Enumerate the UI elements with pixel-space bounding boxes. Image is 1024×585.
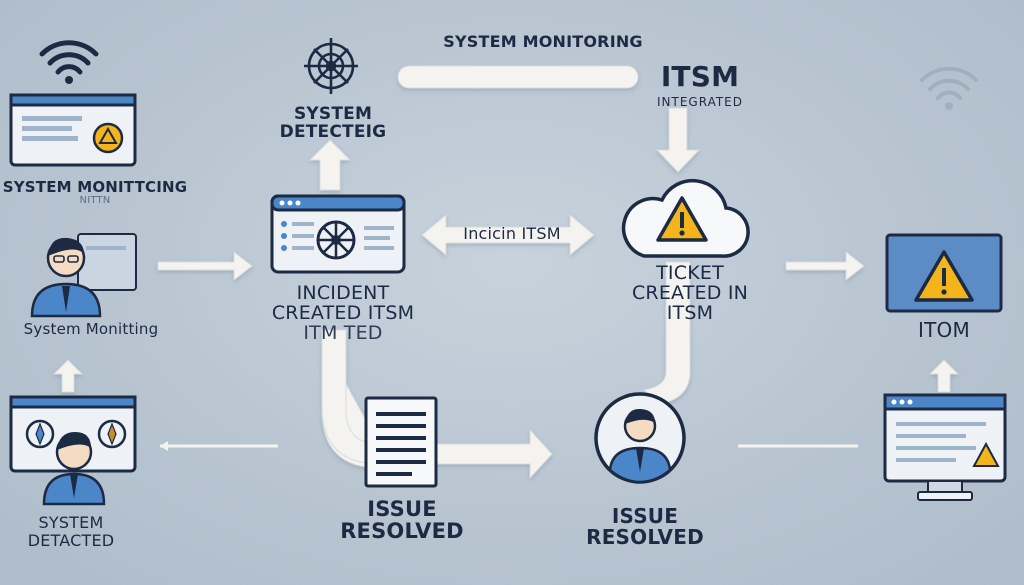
top-connector: [397, 65, 639, 89]
label-itsm-title: ITSM: [660, 60, 740, 93]
label-itsm-integrated: INTEGRATED: [656, 95, 743, 109]
monitor-person-icon: [9, 395, 137, 506]
up-arrow-incident: [308, 139, 352, 191]
warning-monitor-icon: [885, 233, 1003, 313]
wifi-faded-icon: [920, 66, 978, 110]
label-itom: ITOM: [918, 318, 970, 342]
cloud-warning-icon: [621, 178, 750, 258]
label-double-arrow: Incicin ITSM: [463, 224, 561, 243]
browser-warning-icon: [883, 393, 1007, 501]
wifi-icon: [39, 40, 99, 84]
label-ticket-created: TICKET CREATED IN ITSM: [631, 262, 749, 324]
label-incident: INCIDENT CREATED ITSM ITM TED: [271, 282, 415, 344]
up-arrow-right-bottom: [928, 359, 960, 393]
document-icon: [364, 396, 438, 488]
label-issue-resolved-left: ISSUE RESOLVED: [340, 497, 464, 544]
label-left-mid: System Monitting: [23, 320, 159, 338]
label-issue-resolved-right: ISSUE RESOLVED: [586, 504, 704, 549]
label-left-top: SYSTEM MONITTCING NITTN: [2, 178, 188, 206]
person-icon: [30, 233, 137, 318]
dashboard-window-icon: [270, 194, 406, 274]
double-arrow-incicin: [421, 213, 595, 257]
up-arrow-left-bottom: [52, 359, 84, 393]
arrow-to-itom: [785, 250, 865, 282]
label-system-detecting: SYSTEM DETECTEIG: [279, 104, 387, 142]
user-circle-icon: [594, 392, 686, 484]
down-arrow-itsm: [655, 107, 701, 173]
radar-icon: [304, 38, 358, 94]
label-top-system-monitoring: SYSTEM MONITORING: [443, 32, 643, 51]
label-left-bottom: SYSTEM DETACTED: [27, 513, 115, 551]
monitor-warning-icon: [9, 93, 137, 167]
arrow-person-to-incident: [157, 250, 253, 282]
